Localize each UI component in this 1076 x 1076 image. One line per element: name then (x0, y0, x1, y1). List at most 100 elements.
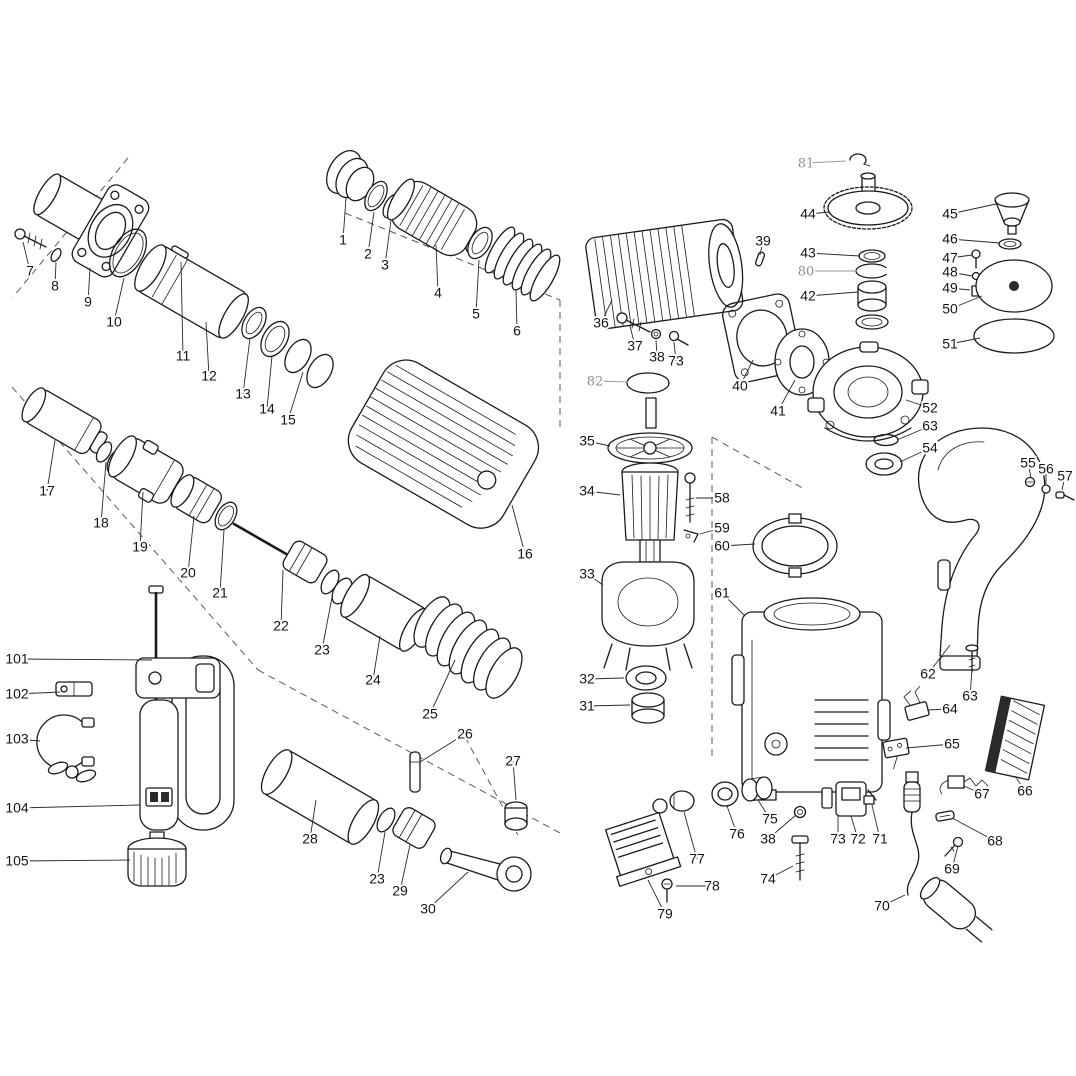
part-21-snap-ring (214, 501, 238, 531)
part-14-ring (260, 320, 290, 358)
leader-line-44 (807, 211, 831, 215)
leader-line-74 (767, 865, 794, 880)
part-45-grease-cap (994, 192, 1030, 235)
leader-line-102 (16, 691, 61, 695)
part-70-power-cord (903, 771, 993, 943)
part-82-o-ring (626, 372, 670, 394)
leader-line-8 (54, 261, 57, 287)
part-58-screw-long (684, 472, 696, 523)
part-label-56: 56 (1038, 461, 1054, 477)
part-68-clip (935, 810, 955, 822)
part-10-o-ring (108, 228, 148, 278)
part-label-74: 74 (760, 871, 776, 887)
leader-line-31 (586, 704, 631, 707)
leader-line-45 (949, 203, 997, 215)
leader-line-54 (899, 447, 931, 463)
leader-line-59 (699, 527, 723, 535)
part-72-switch (835, 781, 867, 817)
part-label-20: 20 (180, 565, 196, 581)
part-label-104: 104 (5, 800, 29, 816)
leader-line-64 (926, 708, 951, 711)
part-label-25: 25 (422, 706, 438, 722)
leader-line-50 (949, 295, 983, 310)
leader-line-3 (384, 219, 392, 266)
leader-line-38 (767, 814, 797, 840)
leader-line-9 (87, 267, 91, 303)
leader-line-1 (342, 197, 347, 241)
leader-line-23 (321, 591, 334, 651)
leader-line-15 (287, 371, 304, 421)
part-17-cylinder (21, 387, 108, 455)
part-label-40: 40 (732, 378, 748, 394)
part-label-29: 29 (392, 883, 408, 899)
part-label-102: 102 (5, 686, 29, 702)
leader-line-57 (1061, 475, 1066, 491)
part-label-22: 22 (273, 618, 289, 634)
part-label-71: 71 (872, 831, 888, 847)
leader-line-7 (22, 241, 31, 272)
leader-line-41 (777, 379, 796, 412)
part-label-32: 32 (579, 671, 595, 687)
part-label-38: 38 (760, 831, 776, 847)
part-12-cylinder (134, 244, 249, 339)
part-33-stator (601, 561, 695, 671)
leader-line-63 (896, 425, 931, 441)
leader-line-37 (629, 325, 636, 347)
part-label-52: 52 (922, 400, 938, 416)
part-label-14: 14 (259, 401, 275, 417)
part-label-60: 60 (714, 538, 730, 554)
part-label-16: 16 (517, 546, 533, 562)
part-78-screw-small (661, 878, 673, 903)
part-label-72: 72 (850, 831, 866, 847)
part-label-38: 38 (649, 349, 665, 365)
part-label-44: 44 (800, 206, 816, 222)
part-label-70: 70 (874, 898, 890, 914)
leader-line-103 (16, 738, 41, 742)
part-66-brush-pack (984, 695, 1046, 781)
leader-line-81 (805, 160, 847, 164)
part-label-47: 47 (942, 250, 958, 266)
part-label-42: 42 (800, 288, 816, 304)
leader-line-104 (16, 804, 141, 809)
part-label-39: 39 (755, 233, 771, 249)
part-102-clamp (55, 681, 93, 697)
part-47-screw-small (971, 249, 981, 269)
part-label-49: 49 (942, 280, 958, 296)
leader-line-17 (46, 439, 56, 492)
leader-line-33 (586, 573, 604, 586)
part-label-65: 65 (944, 736, 960, 752)
leader-line-69 (951, 845, 959, 870)
part-label-58: 58 (714, 490, 730, 506)
part-76-ring (711, 781, 739, 807)
leader-line-73 (673, 341, 677, 362)
leader-line-68 (951, 817, 996, 842)
leader-line-76 (726, 805, 738, 835)
part-label-77: 77 (689, 851, 705, 867)
part-label-75: 75 (762, 811, 778, 827)
leader-line-28 (309, 799, 317, 840)
part-label-7: 7 (26, 263, 34, 279)
part-81-clip (849, 153, 871, 167)
part-label-12: 12 (201, 368, 217, 384)
leader-line-24 (372, 635, 381, 681)
part-73-switch-plate (821, 787, 833, 809)
part-36-motor-housing (585, 218, 744, 330)
part-27-bushing (504, 801, 528, 831)
part-label-82: 82 (587, 375, 604, 390)
leader-line-46 (949, 238, 1001, 244)
part-56-washer (1041, 484, 1051, 494)
part-label-33: 33 (579, 566, 595, 582)
part-19-collar (107, 435, 184, 504)
part-59-clip (683, 529, 699, 543)
part-79-bracket-plate (604, 811, 682, 887)
leader-line-47 (949, 254, 973, 259)
part-label-24: 24 (365, 672, 381, 688)
leader-line-23 (376, 831, 386, 880)
part-31-collar (631, 692, 665, 724)
leader-line-18 (100, 461, 107, 524)
part-16-housing-shell (347, 359, 540, 529)
part-label-103: 103 (5, 731, 29, 747)
part-label-6: 6 (513, 323, 521, 339)
part-label-57: 57 (1057, 468, 1073, 484)
